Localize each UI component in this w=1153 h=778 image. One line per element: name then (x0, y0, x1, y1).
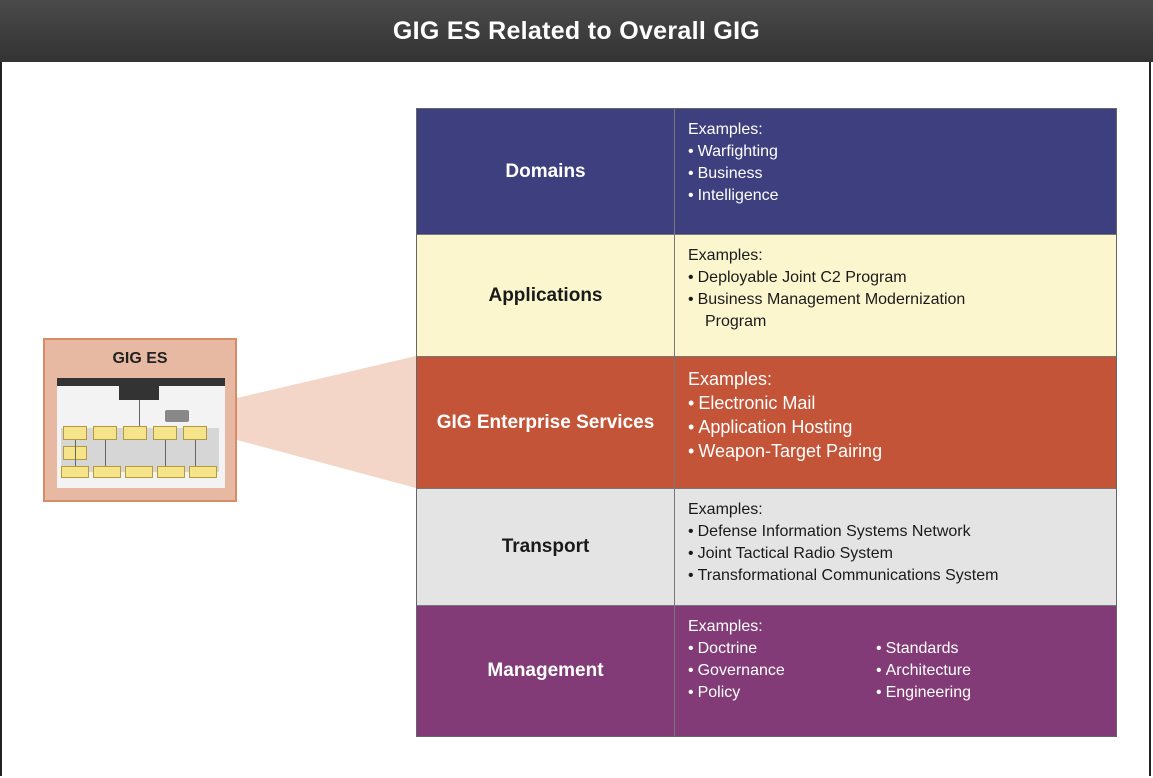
thumbnail-cell (157, 466, 185, 478)
thumbnail-connector (75, 440, 76, 466)
example-item: •Doctrine (688, 640, 758, 657)
layer-examples-transport: Examples: •Defense Information Systems N… (675, 489, 1116, 605)
layer-name-transport: Transport (417, 489, 675, 605)
example-item: •Engineering (876, 684, 972, 701)
example-item: •Joint Tactical Radio System (688, 545, 893, 562)
layer-management: Management Examples: •Doctrine •Governan… (417, 606, 1116, 736)
examples-label: Examples: (688, 121, 763, 138)
thumbnail-cell (63, 426, 87, 440)
layer-transport: Transport Examples: •Defense Information… (417, 489, 1116, 606)
thumbnail-connector (165, 440, 166, 466)
thumbnail-cell (183, 426, 207, 440)
example-continuation: Program (705, 313, 767, 330)
layer-examples-services: Examples: •Electronic Mail •Application … (675, 357, 1116, 488)
examples-label: Examples: (688, 618, 763, 635)
thumbnail-label: GIG ES (112, 350, 168, 367)
examples-two-column: •Doctrine •Governance •Policy •Standards… (688, 638, 1116, 704)
thumbnail-server-block (119, 386, 159, 400)
layer-name-services: GIG Enterprise Services (417, 357, 675, 488)
layer-domains: Domains Examples: •Warfighting •Business… (417, 109, 1116, 235)
example-item: •Warfighting (688, 143, 778, 160)
example-item: •Governance (688, 662, 785, 679)
gig-layer-stack: Domains Examples: •Warfighting •Business… (416, 108, 1117, 737)
thumbnail-connector (195, 440, 196, 466)
example-item: •Business Management Modernization (688, 291, 966, 308)
example-item: •Standards (876, 640, 959, 657)
gig-es-thumbnail: GIG ES (43, 338, 237, 502)
wedge-shape (237, 356, 416, 488)
example-item: •Weapon-Target Pairing (688, 441, 883, 461)
thumbnail-top-bar (57, 378, 225, 386)
example-item: •Deployable Joint C2 Program (688, 269, 907, 286)
example-item: •Business (688, 165, 763, 182)
examples-label: Examples: (688, 369, 773, 389)
example-item: •Transformational Communications System (688, 567, 999, 584)
example-item: •Defense Information Systems Network (688, 523, 971, 540)
thumbnail-cell (61, 466, 89, 478)
thumbnail-cell (93, 466, 121, 478)
example-item: •Application Hosting (688, 417, 853, 437)
layer-services: GIG Enterprise Services Examples: •Elect… (417, 357, 1116, 489)
layer-name-applications: Applications (417, 235, 675, 356)
examples-right-column: •Standards •Architecture •Engineering (876, 638, 971, 704)
example-item: •Policy (688, 684, 741, 701)
layer-examples-applications: Examples: •Deployable Joint C2 Program •… (675, 235, 1116, 356)
thumbnail-connector (105, 440, 106, 466)
example-item: •Electronic Mail (688, 393, 816, 413)
layer-name-management: Management (417, 606, 675, 736)
examples-label: Examples: (688, 247, 763, 264)
example-item: •Architecture (876, 662, 971, 679)
thumbnail-device (165, 410, 189, 422)
thumbnail-screen (57, 378, 225, 488)
layer-name-domains: Domains (417, 109, 675, 234)
thumbnail-cell (153, 426, 177, 440)
thumbnail-cell (93, 426, 117, 440)
thumbnail-cell (125, 466, 153, 478)
layer-examples-management: Examples: •Doctrine •Governance •Policy … (675, 606, 1116, 736)
title-text: GIG ES Related to Overall GIG (392, 16, 761, 45)
thumbnail-connector (139, 400, 140, 426)
page-title: GIG ES Related to Overall GIG (0, 0, 1153, 62)
layer-applications: Applications Examples: •Deployable Joint… (417, 235, 1116, 357)
examples-label: Examples: (688, 501, 763, 518)
example-item: •Intelligence (688, 187, 779, 204)
thumbnail-cell (123, 426, 147, 440)
thumbnail-cell (189, 466, 217, 478)
layer-examples-domains: Examples: •Warfighting •Business •Intell… (675, 109, 1116, 234)
examples-left-column: •Doctrine •Governance •Policy (688, 638, 876, 704)
